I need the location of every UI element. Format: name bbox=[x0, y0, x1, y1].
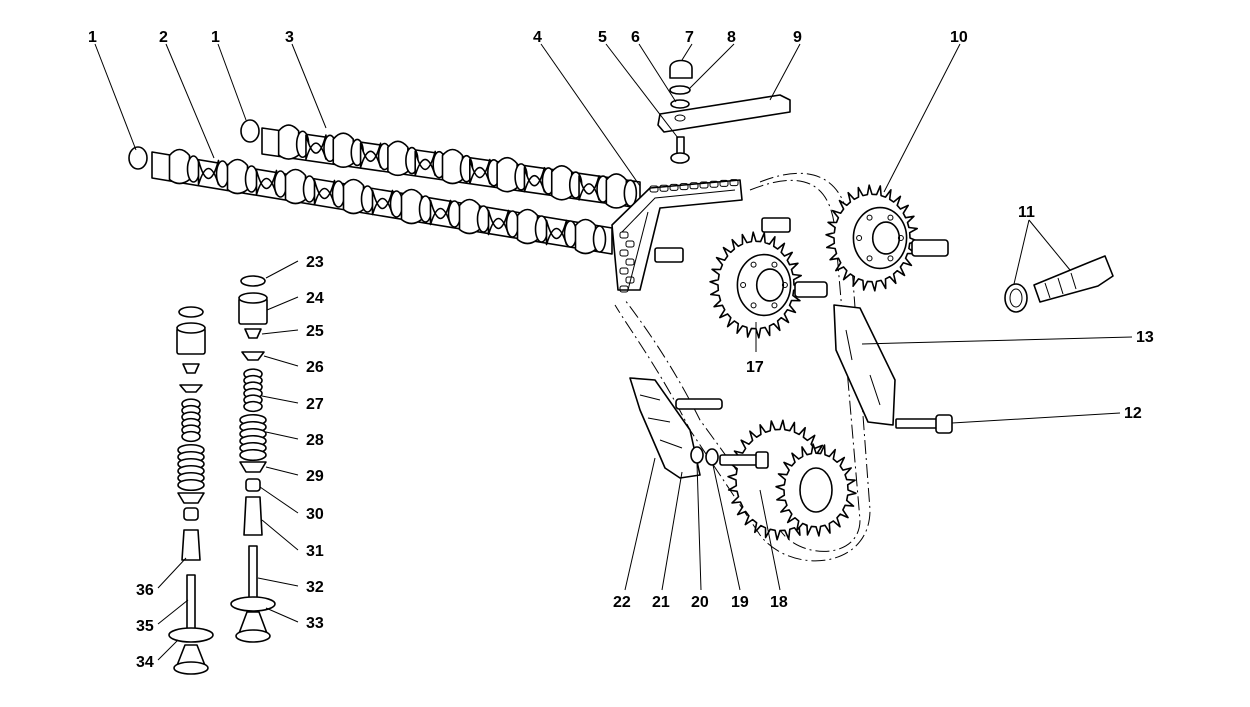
callout-11: 11 bbox=[1018, 204, 1035, 221]
callout-1-left: 1 bbox=[88, 29, 97, 46]
washer-6 bbox=[670, 99, 690, 109]
callout-6: 6 bbox=[631, 29, 640, 46]
callout-13: 13 bbox=[1136, 329, 1154, 346]
cam-sprocket-17 bbox=[709, 231, 828, 339]
callout-9: 9 bbox=[793, 29, 802, 46]
callout-12: 12 bbox=[1124, 405, 1142, 422]
camshaft-lower bbox=[128, 146, 613, 255]
callout-32: 32 bbox=[306, 579, 324, 596]
callout-22: 22 bbox=[613, 594, 631, 611]
washer-20 bbox=[690, 446, 704, 464]
crank-sprocket-pair bbox=[727, 419, 857, 541]
valve-stack-left bbox=[168, 306, 214, 675]
nut-cap bbox=[669, 59, 693, 79]
callout-24: 24 bbox=[306, 290, 324, 307]
callout-5: 5 bbox=[598, 29, 607, 46]
valve-stack-right bbox=[230, 275, 276, 643]
timing-chain bbox=[611, 179, 743, 293]
callout-19: 19 bbox=[731, 594, 749, 611]
bolt-5 bbox=[670, 136, 690, 164]
chain-path-outline bbox=[624, 179, 861, 552]
tensioner-pin bbox=[675, 398, 723, 410]
callout-34: 34 bbox=[136, 654, 154, 671]
callout-31: 31 bbox=[306, 543, 324, 560]
callout-17: 17 bbox=[746, 359, 764, 376]
callout-35: 35 bbox=[136, 618, 154, 635]
callout-25: 25 bbox=[306, 323, 324, 340]
callout-1-right: 1 bbox=[211, 29, 220, 46]
washer-19 bbox=[705, 448, 719, 466]
callout-2: 2 bbox=[159, 29, 168, 46]
callout-18: 18 bbox=[770, 594, 788, 611]
chain-tensioner bbox=[1004, 255, 1114, 313]
cam-sprocket-10 bbox=[825, 184, 949, 292]
callout-29: 29 bbox=[306, 468, 324, 485]
leader-lines bbox=[94, 43, 1133, 661]
callout-21: 21 bbox=[652, 594, 670, 611]
callout-3: 3 bbox=[285, 29, 294, 46]
camshaft-end-stub bbox=[761, 217, 791, 233]
bracket-plate bbox=[657, 94, 791, 133]
camshaft-end-stub-2 bbox=[654, 247, 684, 263]
tensioner-bolt bbox=[719, 451, 769, 469]
callout-33: 33 bbox=[306, 615, 324, 632]
callout-30: 30 bbox=[306, 506, 324, 523]
chain-path-outline-2 bbox=[614, 172, 871, 562]
callout-27: 27 bbox=[306, 396, 324, 413]
callout-23: 23 bbox=[306, 254, 324, 271]
callout-8: 8 bbox=[727, 29, 736, 46]
callout-36: 36 bbox=[136, 582, 154, 599]
callout-4: 4 bbox=[533, 29, 542, 46]
callout-labels: 1 2 1 3 4 5 6 7 8 9 10 11 12 13 17 18 19… bbox=[88, 29, 1154, 671]
callout-28: 28 bbox=[306, 432, 324, 449]
tensioner-shoe bbox=[629, 377, 701, 479]
callout-20: 20 bbox=[691, 594, 709, 611]
chain-guide-rail bbox=[833, 304, 896, 426]
guide-bolt bbox=[895, 414, 953, 434]
callout-10: 10 bbox=[950, 29, 968, 46]
callout-7: 7 bbox=[685, 29, 694, 46]
callout-26: 26 bbox=[306, 359, 324, 376]
camshaft-upper bbox=[240, 119, 641, 209]
washer-8 bbox=[669, 85, 691, 95]
